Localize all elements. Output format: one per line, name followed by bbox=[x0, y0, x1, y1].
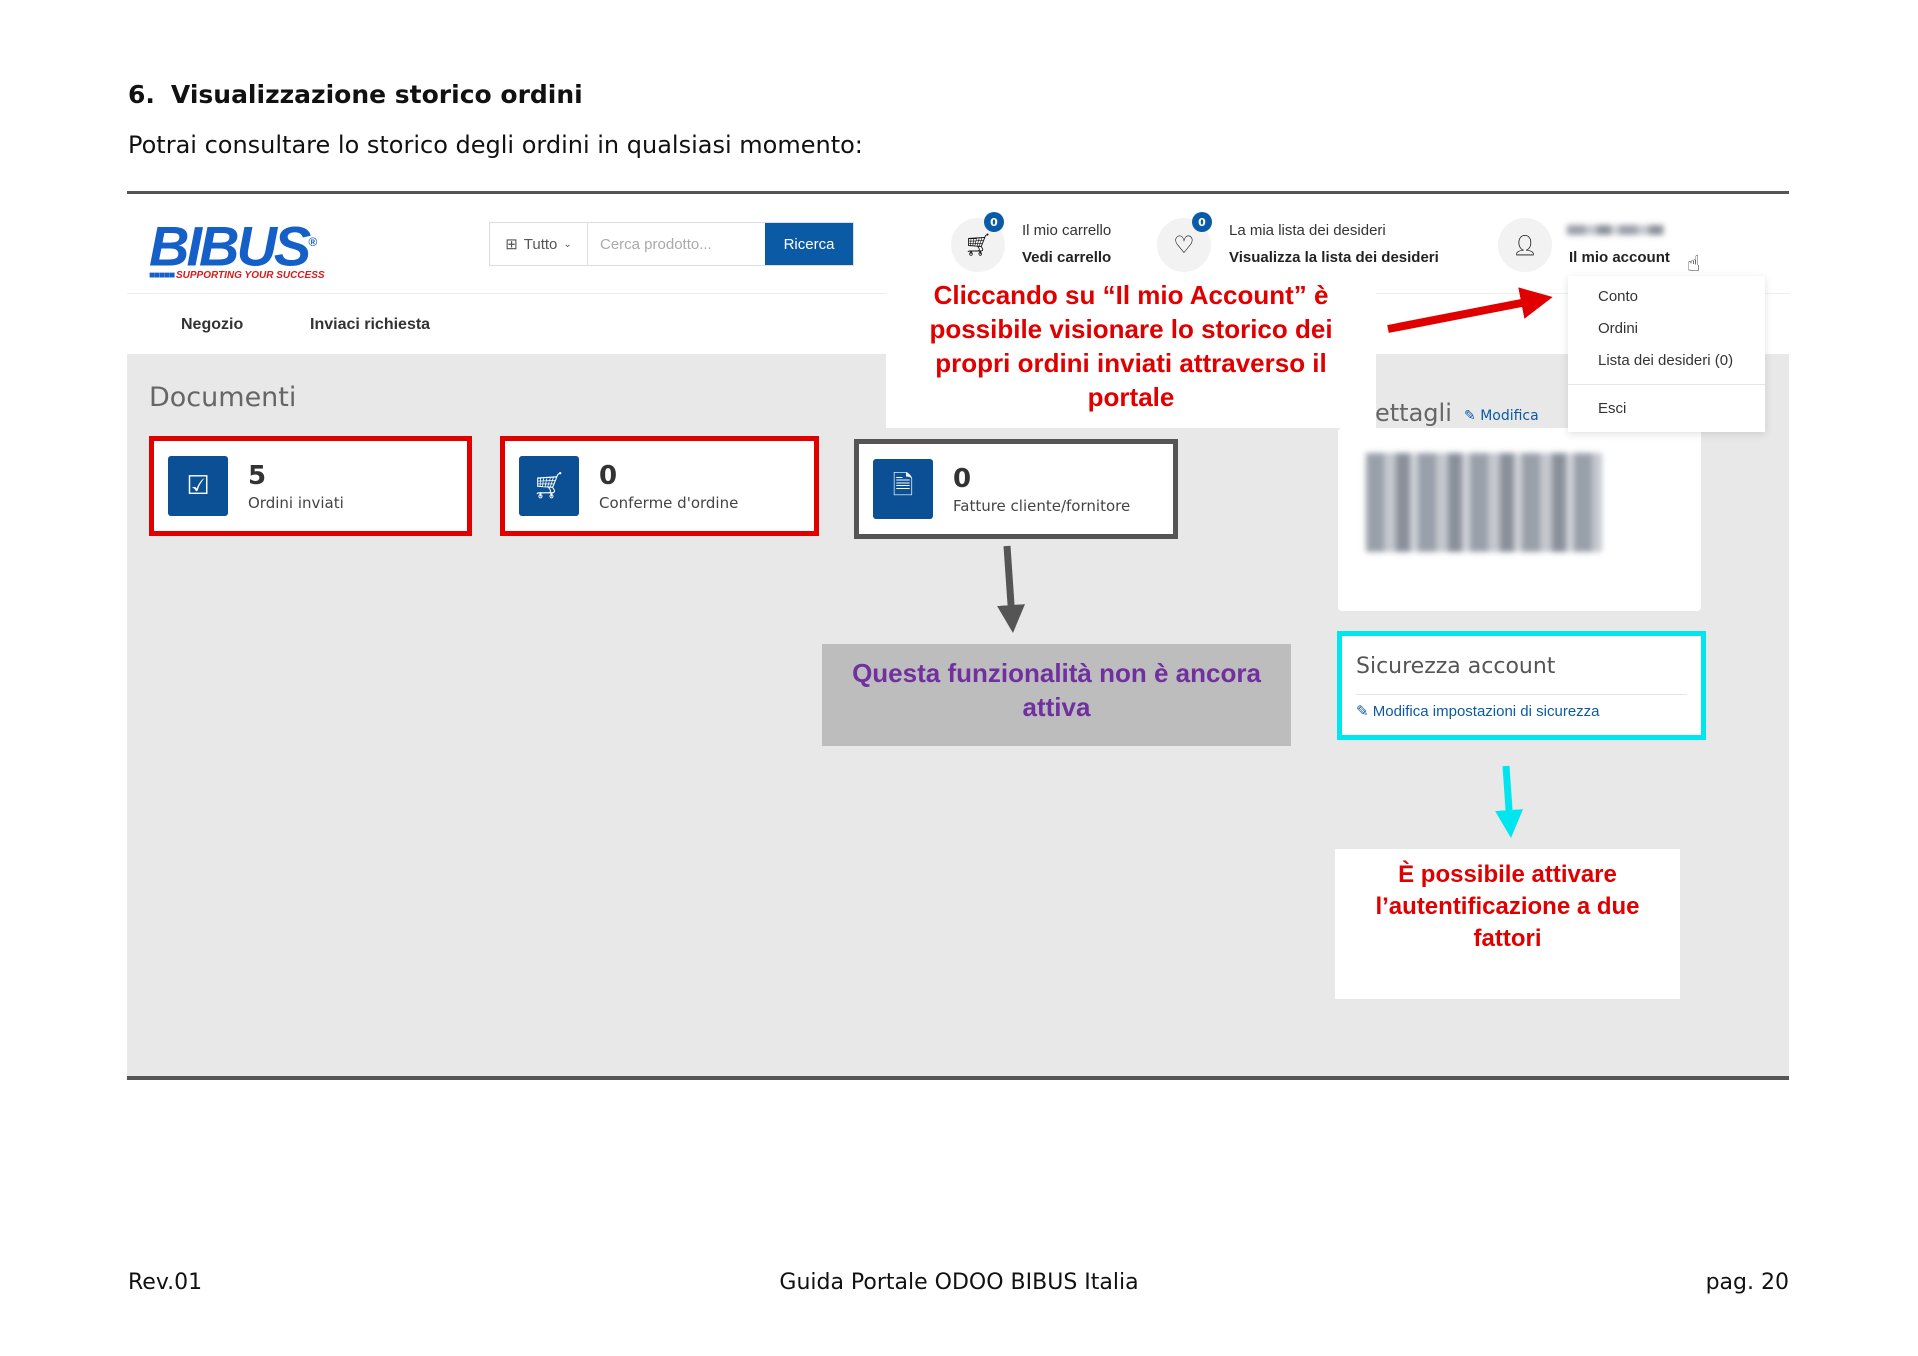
footer-page: pag. 20 bbox=[1705, 1270, 1789, 1295]
account-dropdown-menu: Conto Ordini Lista dei desideri (0) Esci bbox=[1568, 276, 1765, 432]
blurred-username bbox=[1567, 225, 1664, 235]
menu-item-conto[interactable]: Conto bbox=[1598, 288, 1639, 305]
gray-arrow-icon bbox=[997, 545, 1026, 633]
annotation-arrows bbox=[997, 287, 1553, 838]
top-divider bbox=[127, 191, 1789, 194]
cyan-arrow-icon bbox=[1495, 765, 1524, 838]
invoices-annotation: Questa funzionalità non è ancora attiva bbox=[822, 644, 1291, 746]
document-icon: 🗎 bbox=[873, 459, 933, 519]
view-wishlist-link[interactable]: Visualizza la lista dei desideri bbox=[1229, 249, 1439, 266]
category-select[interactable]: ⊞Tutto⌄ bbox=[490, 223, 588, 265]
footer-revision: Rev.01 bbox=[128, 1270, 203, 1295]
bottom-divider bbox=[127, 1076, 1789, 1080]
menu-item-wishlist[interactable]: Lista dei desideri (0) bbox=[1598, 352, 1734, 369]
menu-item-ordini[interactable]: Ordini bbox=[1598, 320, 1639, 337]
account-avatar[interactable]: 👤︎ bbox=[1498, 218, 1552, 272]
details-title: ettagli bbox=[1375, 399, 1452, 427]
chevron-down-icon: ⌄ bbox=[563, 238, 572, 250]
red-arrow-icon bbox=[1387, 287, 1553, 333]
pencil-icon: ✎ bbox=[1356, 703, 1369, 720]
cart-icon: 🛒︎ bbox=[519, 456, 579, 516]
pointer-cursor-icon: ☝ bbox=[1687, 252, 1701, 277]
section-heading: 6.Visualizzazione storico ordini bbox=[128, 80, 583, 109]
cart-count-badge: 0 bbox=[984, 212, 1004, 232]
wishlist-count-badge: 0 bbox=[1192, 212, 1212, 232]
documents-title: Documenti bbox=[149, 382, 297, 413]
nav-inviaci-richiesta[interactable]: Inviaci richiesta bbox=[310, 316, 431, 333]
search-input[interactable]: Cerca prodotto... bbox=[600, 235, 712, 253]
security-divider bbox=[1356, 694, 1687, 695]
security-settings-link[interactable]: ✎ Modifica impostazioni di sicurezza bbox=[1356, 703, 1600, 720]
pencil-icon: ✎ bbox=[1464, 408, 1476, 424]
details-edit-link[interactable]: ✎ Modifica bbox=[1464, 408, 1539, 424]
account-annotation: Cliccando su “Il mio Account” è possibil… bbox=[886, 276, 1376, 428]
grid-icon: ⊞ bbox=[505, 236, 518, 253]
wishlist-label: La mia lista dei desideri bbox=[1229, 222, 1386, 239]
heart-icon: ♡ bbox=[1173, 231, 1195, 259]
blurred-details bbox=[1366, 453, 1602, 552]
search-button[interactable]: Ricerca bbox=[765, 223, 853, 265]
security-title: Sicurezza account bbox=[1356, 654, 1556, 679]
menu-item-esci[interactable]: Esci bbox=[1598, 400, 1627, 417]
nav-negozio[interactable]: Negozio bbox=[181, 316, 244, 333]
user-icon: 👤︎ bbox=[1512, 233, 1538, 257]
check-square-icon: ☑ bbox=[168, 456, 228, 516]
cart-icon: 🛒︎ bbox=[964, 232, 992, 258]
menu-divider bbox=[1568, 384, 1765, 385]
my-account-dropdown[interactable]: Il mio account bbox=[1569, 249, 1670, 266]
section-intro: Potrai consultare lo storico degli ordin… bbox=[128, 131, 863, 159]
search-bar: ⊞Tutto⌄ Cerca prodotto... Ricerca bbox=[489, 222, 854, 266]
cart-label: Il mio carrello bbox=[1022, 222, 1112, 239]
security-annotation: È possibile attivare l’autentificazione … bbox=[1335, 849, 1680, 999]
bibus-logo[interactable]: BIBUS® bbox=[149, 214, 318, 278]
footer-title: Guida Portale ODOO BIBUS Italia bbox=[779, 1270, 1139, 1295]
security-card: Sicurezza account ✎ Modifica impostazion… bbox=[1337, 631, 1706, 740]
wishlist-button[interactable]: ♡ bbox=[1157, 218, 1211, 272]
view-cart-link[interactable]: Vedi carrello bbox=[1022, 249, 1112, 266]
portal-screenshot: BIBUS® ■■■■■ SUPPORTING YOUR SUCCESS ⊞Tu… bbox=[127, 194, 1789, 1078]
logo-tagline: ■■■■■ SUPPORTING YOUR SUCCESS bbox=[149, 270, 325, 281]
